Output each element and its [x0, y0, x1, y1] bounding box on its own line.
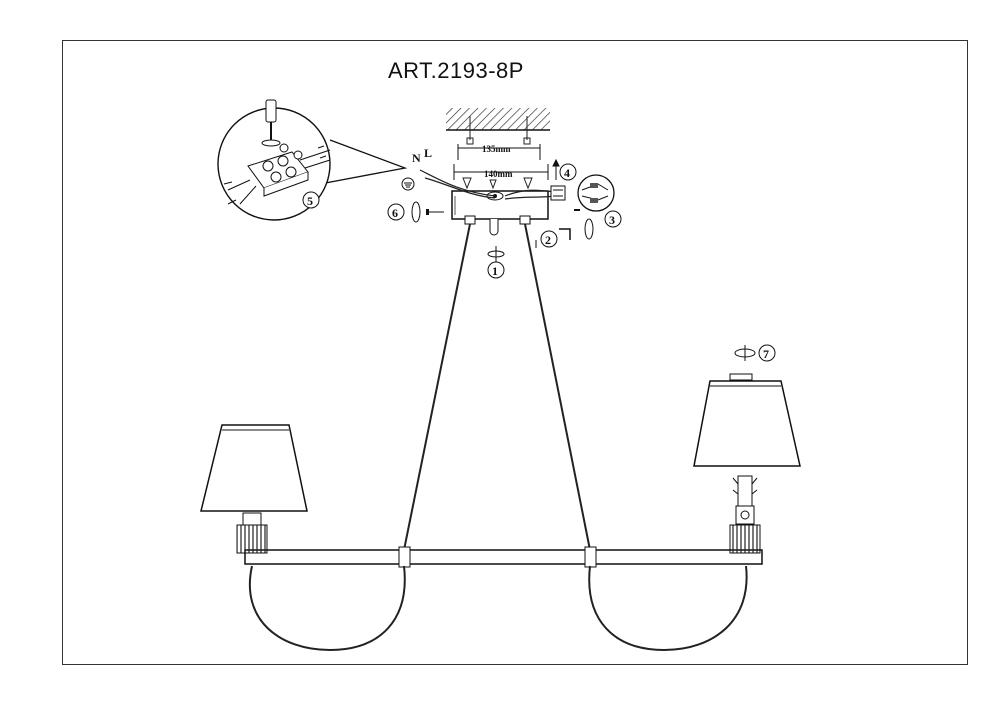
step-4-marker: 4: [559, 163, 577, 181]
dimension-135-label: 135mm: [482, 144, 511, 154]
rotate-arrow-icon: [487, 246, 505, 262]
right-lamp-holder: [729, 475, 761, 554]
main-crossbar: [244, 546, 763, 568]
step-2-label: 2: [545, 233, 551, 247]
hex-key-icon: [559, 228, 571, 240]
step-1-marker: 1: [487, 246, 505, 279]
step-2-marker: 2: [535, 228, 571, 248]
neutral-label: N: [412, 151, 421, 165]
left-lamp: [200, 424, 308, 554]
ceiling-screws: [466, 116, 531, 145]
curved-arms: [249, 565, 748, 652]
step-7-label: 7: [763, 347, 769, 361]
drawing-frame: [62, 40, 968, 665]
step-5-marker: 5: [302, 191, 320, 209]
step-5-label: 5: [307, 194, 313, 208]
wire-connector: [550, 174, 615, 212]
right-lamp-shade: [693, 373, 801, 467]
earth-ground-icon: [401, 177, 415, 191]
article-title: ART.2193-8P: [388, 58, 524, 83]
live-label: L: [424, 146, 432, 160]
screwdriver-icon: [265, 99, 277, 142]
dimension-135: [457, 144, 541, 160]
canopy: [451, 190, 549, 236]
step-6-label: 6: [392, 206, 398, 220]
step-6-marker: 6: [387, 201, 444, 223]
terminal-block-detail: [217, 99, 408, 221]
screw-icon: [426, 209, 444, 215]
suspension-rods: [403, 223, 591, 551]
step-3-label: 3: [609, 213, 615, 227]
dimension-140-label: 140mm: [484, 169, 513, 179]
bracket-screws: [462, 177, 533, 190]
dimension-140: [453, 164, 549, 180]
step-7-marker: 7: [734, 344, 776, 362]
step-1-label: 1: [492, 264, 498, 278]
ceiling: [446, 108, 550, 131]
up-arrow-icon: [552, 158, 560, 180]
step-4-label: 4: [564, 166, 570, 180]
step-3-marker: 3: [574, 209, 622, 240]
